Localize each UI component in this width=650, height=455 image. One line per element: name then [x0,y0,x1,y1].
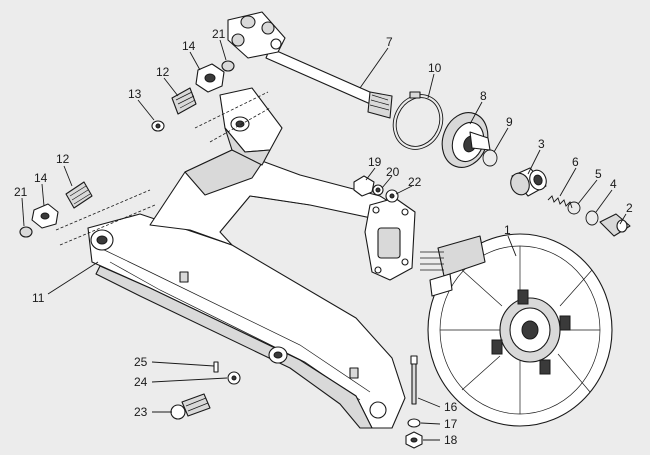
callout-7: 7 [386,35,393,49]
guide-box-left [55,189,156,246]
left-fasteners [19,181,93,238]
bearing-carrier [441,112,491,168]
circlip [585,210,599,226]
callout-13: 13 [128,87,142,101]
swing-arm [87,87,416,429]
callout-14-top: 14 [182,39,196,53]
callout-2: 2 [626,201,633,215]
callout-21-left: 21 [14,185,28,199]
callout-22: 22 [408,175,422,189]
callout-11: 11 [32,291,45,305]
flange-fasteners [353,175,399,203]
callout-19: 19 [368,155,382,169]
callout-5: 5 [595,167,602,181]
callout-1: 1 [504,223,511,237]
callout-18: 18 [444,433,458,447]
top-fasteners [151,60,235,132]
callout-21-top: 21 [212,27,226,41]
callout-8: 8 [480,89,487,103]
callout-17: 17 [444,417,458,431]
callout-12-top: 12 [156,65,170,79]
washer [567,201,581,215]
spring [547,195,573,209]
callout-10: 10 [428,61,442,75]
callout-9: 9 [506,115,513,129]
callout-labels: 1 2 3 4 5 6 7 8 9 10 11 12 12 13 14 14 1… [14,27,633,447]
callout-23: 23 [134,405,148,419]
callout-20: 20 [386,165,400,179]
leader-lines [21,39,627,441]
guide-box-top [194,91,271,143]
callout-6: 6 [572,155,579,169]
callout-24: 24 [134,375,148,389]
rear-hub [420,233,613,427]
callout-4: 4 [610,177,617,191]
pivot-bolt [170,361,241,420]
axle-bolt [405,355,423,449]
callout-14-left: 14 [34,171,48,185]
callout-12-left: 12 [56,152,70,166]
callout-25: 25 [134,355,148,369]
drive-shaft [227,11,393,119]
seal-ring [392,91,444,150]
callout-16: 16 [444,400,458,414]
callout-3: 3 [538,137,545,151]
o-ring [482,149,498,167]
bearing [510,167,547,197]
splined-pin [599,213,631,237]
